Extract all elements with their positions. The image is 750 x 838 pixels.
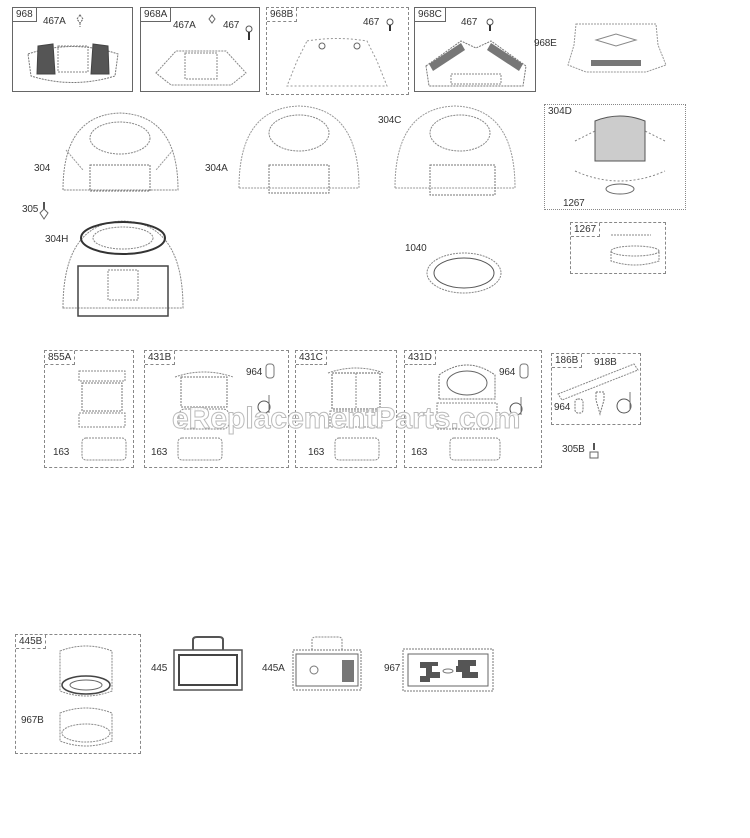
callout-304H: 304H — [45, 234, 69, 245]
callout-305B: 305B — [562, 444, 585, 455]
callout-163: 163 — [53, 447, 70, 458]
bolt-icon — [208, 14, 216, 24]
callout-304C: 304C — [378, 115, 402, 126]
screw-icon — [486, 18, 494, 31]
callout-305: 305 — [22, 204, 39, 215]
callout-467: 467 — [363, 17, 380, 28]
callout-467A: 467A — [43, 16, 66, 27]
group-431D: 431D 964 163 — [404, 350, 542, 468]
group-968B: 968B 467 — [266, 7, 409, 95]
air-filter-445A — [292, 636, 362, 691]
callout-964: 964 — [246, 367, 263, 378]
air-filter-cartridge-part — [59, 645, 113, 747]
screw-icon — [386, 18, 394, 31]
air-filter-base-part — [174, 371, 234, 430]
screw-icon — [39, 202, 49, 220]
callout-445A: 445A — [262, 663, 285, 674]
grommet-icon — [574, 398, 584, 414]
blower-cover-part — [286, 38, 388, 87]
gasket-part — [177, 437, 223, 461]
group-431C: 431C 163 — [295, 350, 397, 468]
breather-tube-part — [557, 363, 639, 401]
callout-304D: 304D — [545, 105, 575, 118]
callout-967B: 967B — [21, 715, 44, 726]
callout-467: 467 — [461, 17, 478, 28]
gasket-part — [449, 437, 501, 461]
group-855A: 855A 163 — [44, 350, 134, 468]
gasket-part — [81, 437, 127, 461]
blower-cover-part — [155, 50, 247, 86]
callout-186B: 186B — [552, 354, 583, 368]
breather-valve-icon — [616, 392, 632, 414]
group-1267: 1267 — [570, 222, 666, 274]
screw-icon — [245, 25, 253, 40]
valve-icon — [595, 391, 605, 416]
air-filter-445 — [173, 636, 243, 691]
callout-467A: 467A — [173, 20, 196, 31]
group-968A: 968A 467A 467 — [140, 7, 260, 92]
callout-304A: 304A — [205, 163, 228, 174]
screw-icon — [589, 443, 599, 459]
callout-968A: 968A — [141, 8, 172, 22]
callout-163: 163 — [308, 447, 325, 458]
callout-855A: 855A — [45, 351, 76, 365]
blower-housing-304 — [62, 112, 179, 192]
callout-1040: 1040 — [405, 243, 427, 254]
callout-445: 445 — [151, 663, 168, 674]
callout-1267: 1267 — [563, 198, 585, 209]
group-431B: 431B 964 163 — [144, 350, 289, 468]
decal-part — [610, 234, 660, 266]
blower-housing-304C — [394, 105, 516, 196]
group-968: 968 467A — [12, 7, 133, 92]
precleaner-967 — [402, 648, 494, 692]
group-445B: 445B 967B — [15, 634, 141, 754]
air-filter-base-part — [327, 367, 385, 428]
group-968C: 968C 467 — [414, 7, 536, 92]
breather-valve-icon — [257, 395, 271, 414]
callout-964: 964 — [554, 402, 571, 413]
callout-968B: 968B — [267, 8, 298, 22]
blower-cover-part — [425, 40, 527, 87]
callout-163: 163 — [411, 447, 428, 458]
air-filter-base-part — [436, 364, 498, 430]
group-186B: 186B 918B 964 — [551, 353, 641, 425]
grommet-icon — [519, 363, 529, 379]
callout-968: 968 — [13, 8, 37, 22]
callout-918B: 918B — [594, 357, 617, 368]
callout-304: 304 — [34, 163, 51, 174]
callout-431C: 431C — [296, 351, 327, 365]
grommet-icon — [265, 363, 275, 379]
callout-1267: 1267 — [571, 223, 601, 237]
callout-467: 467 — [223, 20, 240, 31]
bolt-icon — [76, 14, 84, 27]
gasket-ring-1040 — [426, 252, 502, 294]
blower-cover-part-968E — [567, 23, 667, 73]
callout-431B: 431B — [145, 351, 176, 365]
blower-housing-304H — [62, 220, 184, 317]
air-filter-base-part — [78, 370, 126, 428]
callout-445B: 445B — [16, 635, 47, 649]
callout-964: 964 — [499, 367, 516, 378]
gasket-part — [334, 437, 380, 461]
callout-968E: 968E — [534, 38, 557, 49]
group-304D: 304D 1267 — [544, 104, 686, 210]
callout-431D: 431D — [405, 351, 436, 365]
callout-967: 967 — [384, 663, 401, 674]
breather-valve-icon — [509, 397, 523, 416]
callout-968C: 968C — [415, 8, 446, 22]
blower-cover-part — [27, 43, 119, 83]
blower-housing-304D — [574, 115, 666, 195]
blower-housing-304A — [238, 105, 360, 194]
callout-163: 163 — [151, 447, 168, 458]
